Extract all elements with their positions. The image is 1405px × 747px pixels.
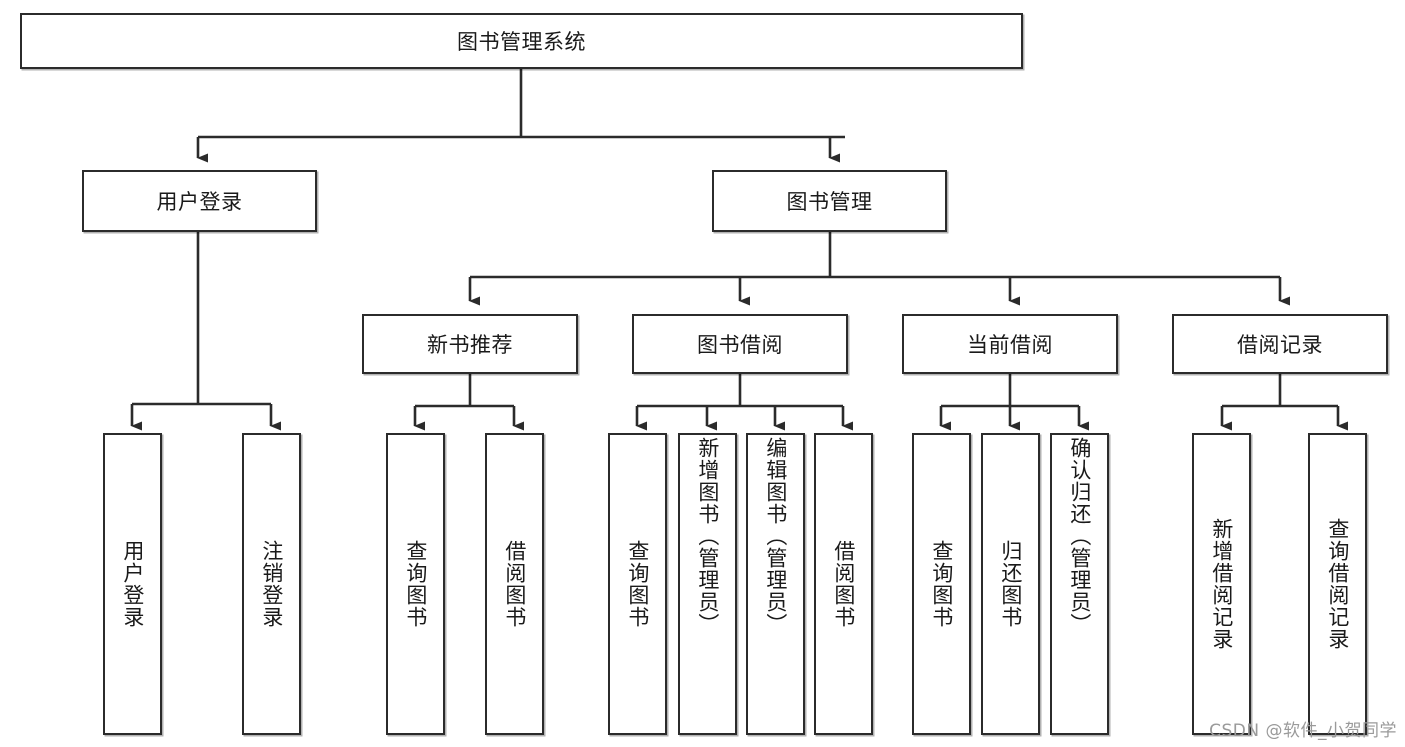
node-new-book-rec-label: 新书推荐 [427,333,513,357]
node-leaf-borrow-book-rec[interactable]: 借阅图书 [485,433,544,735]
node-leaf-add-book-admin-label: 新增图书（管理员） [695,437,720,635]
node-leaf-search-borrow-record-label: 查询借阅记录 [1325,518,1350,650]
node-leaf-confirm-return-admin-label: 确认归还（管理员） [1067,437,1092,635]
node-leaf-user-login[interactable]: 用户登录 [103,433,162,735]
node-leaf-user-login-label: 用户登录 [120,540,145,628]
node-leaf-borrow-book-label: 借阅图书 [831,540,856,628]
node-leaf-edit-book-admin-label: 编辑图书（管理员） [763,437,788,635]
node-new-book-rec[interactable]: 新书推荐 [362,314,578,374]
node-current-borrow[interactable]: 当前借阅 [902,314,1118,374]
node-leaf-search-book[interactable]: 查询图书 [608,433,667,735]
node-leaf-logout[interactable]: 注销登录 [242,433,301,735]
node-leaf-borrow-book-rec-label: 借阅图书 [502,540,527,628]
node-leaf-search-book-label: 查询图书 [625,540,650,628]
node-leaf-edit-book-admin[interactable]: 编辑图书（管理员） [746,433,805,735]
node-leaf-search-book-current-label: 查询图书 [929,540,954,628]
node-leaf-search-book-current[interactable]: 查询图书 [912,433,971,735]
node-root-label: 图书管理系统 [457,30,586,54]
node-book-manage[interactable]: 图书管理 [712,170,947,232]
node-borrow-record[interactable]: 借阅记录 [1172,314,1388,374]
node-user-login-label: 用户登录 [156,190,243,214]
node-book-manage-label: 图书管理 [786,190,873,214]
node-book-borrow[interactable]: 图书借阅 [632,314,848,374]
node-root[interactable]: 图书管理系统 [20,13,1023,69]
node-leaf-add-borrow-record-label: 新增借阅记录 [1209,518,1234,650]
node-borrow-record-label: 借阅记录 [1237,333,1323,357]
node-leaf-return-book[interactable]: 归还图书 [981,433,1040,735]
node-current-borrow-label: 当前借阅 [967,333,1053,357]
node-leaf-logout-label: 注销登录 [259,540,284,628]
watermark-text: CSDN @软件_小贺同学 [1209,721,1397,741]
node-leaf-return-book-label: 归还图书 [998,540,1023,628]
node-user-login[interactable]: 用户登录 [82,170,317,232]
node-book-borrow-label: 图书借阅 [697,333,783,357]
node-leaf-add-book-admin[interactable]: 新增图书（管理员） [678,433,737,735]
node-leaf-search-book-rec-label: 查询图书 [403,540,428,628]
node-leaf-add-borrow-record[interactable]: 新增借阅记录 [1192,433,1251,735]
node-leaf-borrow-book[interactable]: 借阅图书 [814,433,873,735]
node-leaf-search-book-rec[interactable]: 查询图书 [386,433,445,735]
node-leaf-confirm-return-admin[interactable]: 确认归还（管理员） [1050,433,1109,735]
node-leaf-search-borrow-record[interactable]: 查询借阅记录 [1308,433,1367,735]
